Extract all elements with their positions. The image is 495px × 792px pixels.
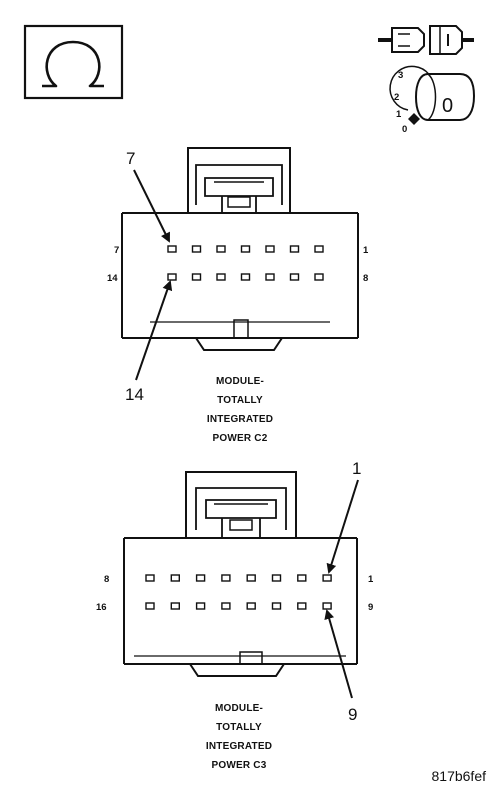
c2-pin-cavity [314,245,324,253]
c3-callout-bottom: 9 [348,705,357,724]
connector-c2: 7 1 14 8 7 14 MODULE- TOTALLY INTEGRATED… [107,147,369,444]
c2-pin-cavity [191,273,202,281]
c3-pin-cavity [170,574,181,582]
c3-row-label-top-left: 8 [104,574,109,585]
c2-title-line-3: INTEGRATED [207,414,273,425]
ignition-position-2: 2 [394,92,399,103]
c3-pin-cavity [322,602,332,610]
c3-pin-cavity [246,602,256,610]
ignition-position-1: 1 [396,109,402,120]
c2-pin-cavity [265,245,275,253]
c3-row-label-bottom-left: 16 [96,602,107,613]
c2-callout-arrow-top [133,169,170,243]
c2-row-label-bottom-right: 8 [363,273,368,284]
ignition-position-3: 3 [398,70,403,81]
c2-pin-cavity [289,273,300,281]
c2-title-line-2: TOTALLY [217,395,263,406]
c3-callout-top: 1 [352,459,361,478]
c2-pin-cavity [216,245,226,253]
c3-pin-cavity [271,574,282,582]
c2-pin-cavity [240,273,251,281]
c3-callout-arrow-top [326,479,359,574]
c2-row-label-top-right: 1 [363,245,369,256]
c3-pin-cavity [322,574,332,582]
c2-pin-cavity [314,273,324,281]
c2-pin-cavity [240,245,251,253]
c2-row-label-top-left: 7 [114,245,119,256]
c2-title-line-4: POWER C2 [213,433,268,444]
reference-code: 817b6fef [432,768,487,784]
c3-pin-cavity [221,574,231,582]
c3-pin-cavity [271,602,282,610]
ignition-key-icon: 0 3 2 1 0 [389,65,476,135]
c2-callout-bottom: 14 [125,385,144,404]
c3-pin-cavity [170,602,181,610]
c3-pin-cavity [195,574,206,582]
c2-callout-arrow-bottom [135,280,173,381]
c3-pin-cavity [145,602,155,610]
c3-row-label-bottom-right: 9 [368,602,373,613]
c3-pin-cavity [297,574,307,582]
connector-c3: 8 1 16 9 1 9 MODULE- TOTALLY INTEGRATED … [96,459,374,771]
c3-title-line-4: POWER C3 [212,760,267,771]
ignition-key-label: 0 [442,95,453,117]
c2-pin-cavity [216,273,226,281]
c2-pin-cavity [191,245,202,253]
c3-pin-cavity [297,602,307,610]
ignition-position-0: 0 [402,124,407,135]
c3-pin-cavity [246,574,256,582]
c3-pin-cavity [195,602,206,610]
c3-callout-arrow-bottom [324,609,353,699]
c2-pin-grid [167,245,324,281]
ohm-symbol-icon [23,24,124,100]
c2-row-label-bottom-left: 14 [107,273,118,284]
disconnected-connector-icon [378,25,474,55]
c2-callout-top: 7 [126,149,135,168]
c2-title-line-1: MODULE- [216,376,264,387]
c3-pin-grid [145,574,332,610]
c2-pin-cavity [167,245,177,253]
c2-pin-cavity [289,245,300,253]
c3-title-line-1: MODULE- [215,703,263,714]
c3-title-line-3: INTEGRATED [206,741,272,752]
c3-row-label-top-right: 1 [368,574,374,585]
c3-pin-cavity [221,602,231,610]
c3-pin-cavity [145,574,155,582]
c2-pin-cavity [265,273,275,281]
c2-pin-cavity [167,273,177,281]
c3-title-line-2: TOTALLY [216,722,262,733]
